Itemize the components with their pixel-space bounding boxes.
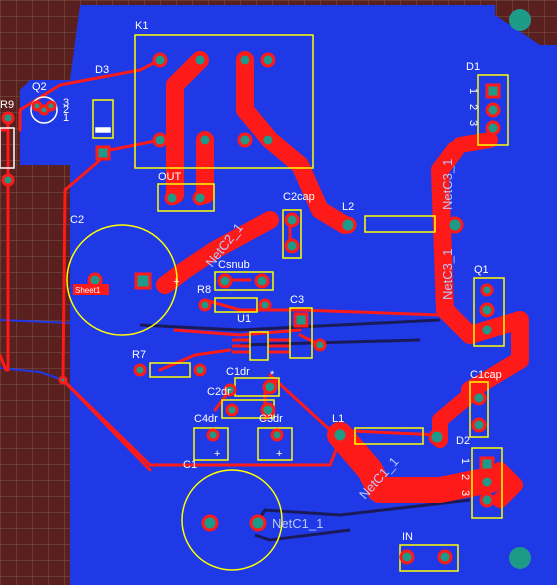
d2-outline bbox=[471, 447, 503, 519]
c4dr-plus-mark: + bbox=[214, 448, 220, 460]
reference-designators: K1 D3 Q2 3 2 1 R9 OUT C2 C2cap L2 D1 1 2… bbox=[0, 20, 502, 543]
k1-outline bbox=[134, 34, 314, 169]
label-d1-pin2: 2 bbox=[467, 104, 479, 110]
label-d2-pin1: 1 bbox=[459, 458, 471, 464]
label-out: OUT bbox=[158, 171, 182, 183]
csnub-outline bbox=[214, 271, 274, 291]
label-r7: R7 bbox=[132, 349, 146, 361]
pads bbox=[1, 52, 501, 565]
label-d2-pin2: 2 bbox=[459, 474, 471, 480]
c4dr-outline bbox=[193, 427, 229, 461]
label-c3: C3 bbox=[290, 294, 304, 306]
d1-outline bbox=[477, 74, 509, 146]
c2-outline bbox=[66, 224, 178, 336]
label-c1cap: C1cap bbox=[470, 369, 502, 381]
silkscreen-shapes bbox=[0, 96, 111, 169]
c1cap-outline bbox=[469, 381, 489, 438]
label-d1-pin1: 1 bbox=[467, 88, 479, 94]
c2-plus-mark: + bbox=[173, 276, 179, 288]
u1-outline bbox=[249, 331, 269, 361]
label-in: IN bbox=[402, 531, 413, 543]
label-l2: L2 bbox=[342, 201, 354, 213]
label-c2cap: C2cap bbox=[283, 191, 315, 203]
label-q2-pin2: 2 bbox=[63, 104, 69, 116]
r7-outline bbox=[149, 362, 191, 378]
label-r9: R9 bbox=[0, 99, 14, 111]
c2cap-outline bbox=[282, 209, 302, 259]
label-d1: D1 bbox=[466, 61, 480, 73]
label-c4dr: C4dr bbox=[194, 413, 218, 425]
label-u1: U1 bbox=[237, 313, 251, 325]
label-d2: D2 bbox=[456, 435, 470, 447]
mounting-holes bbox=[509, 9, 531, 569]
label-q2: Q2 bbox=[32, 81, 47, 93]
net-label-netc3-1-a: NetC3_1 bbox=[440, 159, 455, 210]
label-d3: D3 bbox=[95, 64, 109, 76]
label-d2-pin3: 3 bbox=[459, 490, 471, 496]
c3-outline bbox=[289, 307, 313, 359]
u1-pin1-mark: * bbox=[270, 369, 275, 381]
label-q1: Q1 bbox=[474, 264, 489, 276]
label-k1: K1 bbox=[135, 20, 148, 32]
l2-outline bbox=[364, 215, 436, 233]
label-q2-pin1: 1 bbox=[63, 112, 69, 124]
label-l1: L1 bbox=[332, 413, 344, 425]
net-label-netc3-1-b: NetC3_1 bbox=[440, 249, 455, 300]
mounting-hole-top-right bbox=[509, 9, 531, 31]
q1-outline bbox=[473, 277, 505, 347]
label-c1dr: C1dr bbox=[226, 366, 250, 378]
net-label-netc1-1-b: NetC1_1 bbox=[272, 516, 323, 531]
l1-outline bbox=[354, 427, 424, 445]
sheet-marker-label: Sheet1 bbox=[75, 286, 101, 295]
label-q2-pin3: 3 bbox=[63, 97, 69, 109]
d3-outline bbox=[92, 99, 114, 139]
r8-outline bbox=[214, 297, 258, 313]
d3-band bbox=[95, 127, 111, 133]
sheet-marker: Sheet1 bbox=[73, 284, 109, 295]
top-copper-traces bbox=[0, 51, 529, 508]
label-csnub: Csnub bbox=[218, 259, 250, 271]
q2-body bbox=[30, 96, 58, 124]
c3dr-plus-mark: + bbox=[276, 448, 282, 460]
out-outline bbox=[157, 183, 215, 212]
sheet-marker-box bbox=[73, 284, 109, 295]
label-c1: C1 bbox=[183, 459, 197, 471]
u1-pins bbox=[232, 338, 290, 354]
label-c2: C2 bbox=[70, 214, 84, 226]
label-c2dr: C2dr bbox=[207, 386, 231, 398]
mounting-hole-bottom-right bbox=[509, 547, 531, 569]
r9-body bbox=[0, 127, 15, 169]
c3dr-outline bbox=[257, 427, 293, 461]
label-d1-pin3: 3 bbox=[467, 120, 479, 126]
polarity-marks: + + + * bbox=[173, 276, 282, 460]
label-c3dr: C3dr bbox=[259, 413, 283, 425]
c1-outline bbox=[181, 469, 283, 571]
label-r8: R8 bbox=[197, 284, 211, 296]
